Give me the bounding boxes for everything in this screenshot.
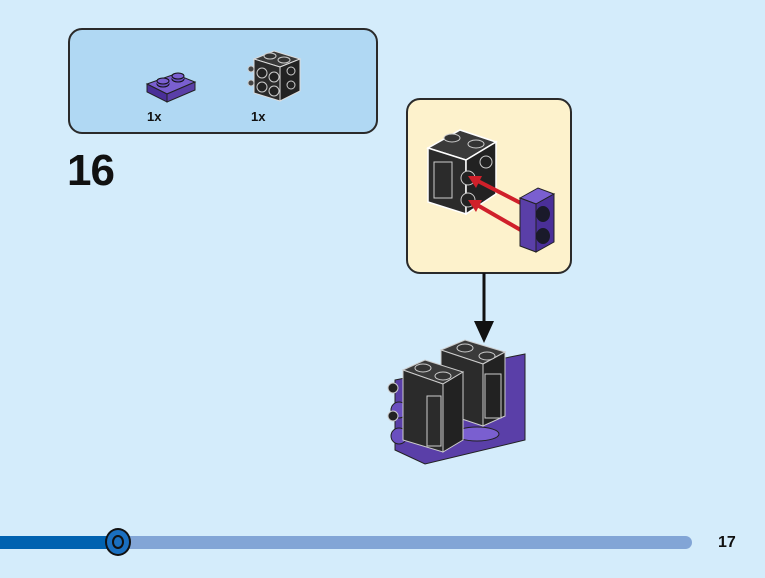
page-number: 17 <box>718 534 736 551</box>
black-brick-part-icon <box>247 50 302 102</box>
parts-list-box <box>68 28 378 134</box>
progress-indicator-ring <box>112 535 124 549</box>
part-quantity: 1x <box>147 109 162 124</box>
progress-fill <box>0 536 118 549</box>
main-model-illustration <box>387 339 526 465</box>
part-quantity: 1x <box>251 109 266 124</box>
progress-indicator <box>105 528 131 556</box>
purple-plate-part-icon <box>145 72 197 103</box>
down-arrow-icon <box>474 273 494 343</box>
sub-assembly-illustration <box>426 129 556 253</box>
step-number: 16 <box>67 146 115 195</box>
progress-track <box>0 536 692 549</box>
